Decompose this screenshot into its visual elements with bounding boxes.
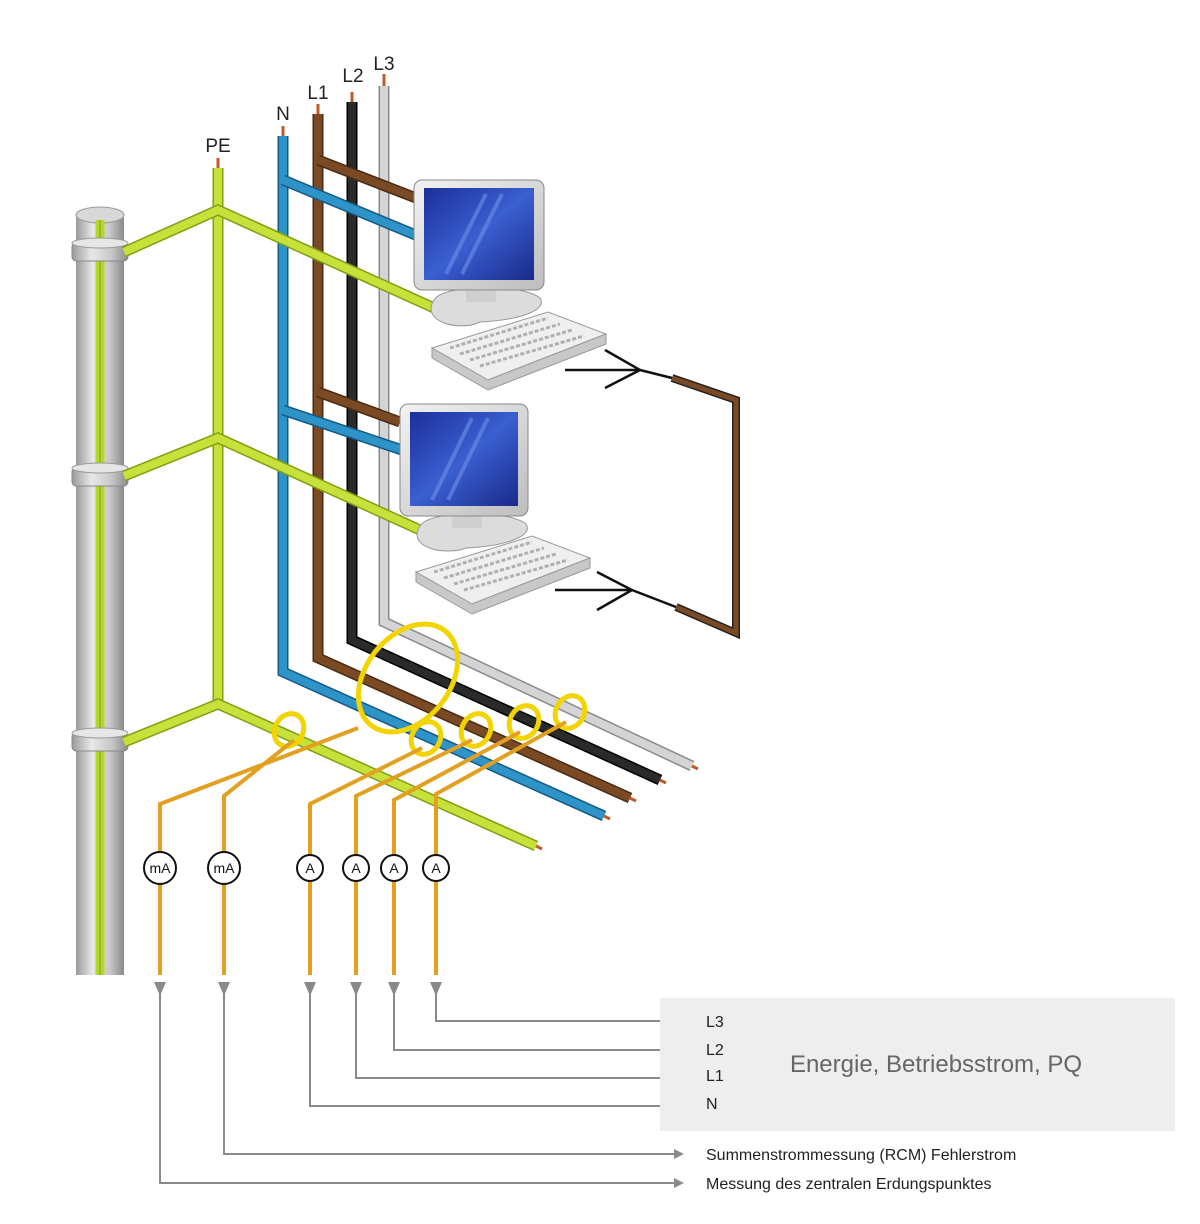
n-sensor-ring: [408, 719, 444, 757]
keyboard-top: [430, 311, 608, 391]
conductor-label-pe: PE: [205, 136, 230, 157]
conductor-label-n: N: [276, 104, 290, 125]
output-label-rcm: Summenstrommessung (RCM) Fehlerstrom: [706, 1147, 1016, 1164]
panel-input-n: N: [706, 1096, 718, 1113]
conductor-label-l2: L2: [342, 66, 363, 87]
panel-input-l2: L2: [706, 1042, 724, 1059]
measurement-arrows: [159, 985, 684, 1188]
panel-title: Energie, Betriebsstrom, PQ: [790, 1051, 1082, 1078]
conductor-pe: [121, 158, 543, 852]
data-cable: [555, 348, 740, 640]
meter-ma-2: mA: [207, 851, 241, 885]
conductor-label-l1: L1: [307, 83, 328, 104]
meter-ma-2-label: mA: [214, 860, 236, 876]
l1-sensor-ring: [458, 711, 494, 749]
meter-a-l2: A: [380, 854, 408, 882]
keyboard-bottom: [414, 535, 592, 615]
conductor-n: [277, 126, 611, 822]
panel-input-l1: L1: [706, 1068, 724, 1085]
measurement-panel: Energie, Betriebsstrom, PQ L3 L2 L1 N: [660, 998, 1175, 1131]
signal-wires: [158, 720, 567, 975]
meter-a-l3-label: A: [431, 860, 441, 876]
computer-bottom: [399, 403, 592, 615]
conductor-l2: [346, 92, 667, 786]
meter-a-n-label: A: [305, 860, 315, 876]
meter-a-n: A: [296, 854, 324, 882]
conductor-l1: [312, 104, 637, 804]
meter-a-l1-label: A: [351, 860, 361, 876]
meter-ma-1: mA: [143, 851, 177, 885]
computer-top: [413, 179, 608, 391]
l2-sensor-ring: [506, 703, 542, 741]
panel-input-l3: L3: [706, 1014, 724, 1031]
rcm-sensor-ring: [355, 621, 461, 735]
meter-a-l3: A: [422, 854, 450, 882]
arrow-tips: [154, 982, 442, 996]
meter-a-l2-label: A: [389, 860, 399, 876]
pole-clamp-bottom: [71, 727, 129, 752]
meter-ma-1-label: mA: [150, 860, 172, 876]
conductor-label-l3: L3: [373, 54, 394, 75]
output-label-earthing: Messung des zentralen Erdungspunktes: [706, 1176, 992, 1193]
conductor-l3: [378, 74, 699, 771]
pole-clamp-middle: [71, 462, 129, 487]
earthing-pole: [71, 206, 129, 975]
pole-clamp-top: [71, 237, 129, 262]
meter-a-l1: A: [342, 854, 370, 882]
pe-sensor-ring: [271, 711, 307, 749]
